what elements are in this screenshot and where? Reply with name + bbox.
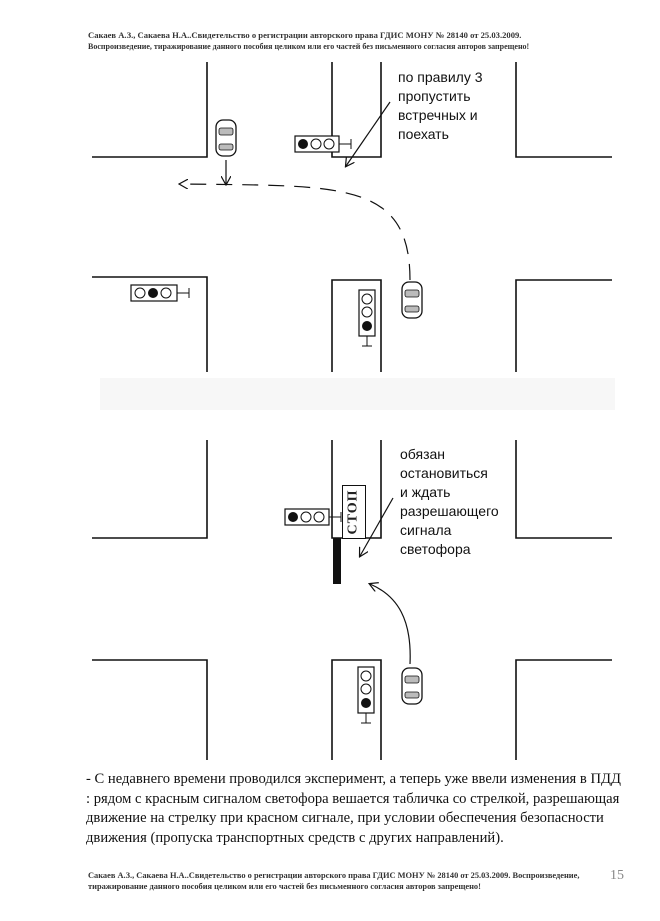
road-corner-bottom-right [515,659,612,760]
page-number: 15 [610,868,624,883]
road-corner-top-left [92,62,208,158]
watermark-band [100,378,615,410]
road-corner-bottom-right [515,279,612,372]
left-turn-path [180,184,411,281]
page-footer: Сакаев А.З., Сакаева Н.А..Свидетельство … [88,871,580,891]
car-icon [215,119,237,157]
stop-line [333,538,341,584]
road-corner-top-right [515,62,612,158]
body-paragraph: - С недавнего времени проводился экспери… [86,771,621,846]
road-corner-top-left [92,440,208,539]
traffic-light-icon [358,289,376,347]
road-corner-top-right [515,440,612,539]
note-bottom: обязан остановиться и ждать разрешающего… [400,446,499,557]
note-top: по правилу 3 пропустить встречных и поех… [398,69,483,142]
header-line-2: Воспроизведение, тиражирование данного п… [88,42,530,51]
bottom-intersection [92,440,612,760]
traffic-light-icon [130,284,190,302]
traffic-light-icon [357,666,375,724]
car-icon [401,667,423,705]
car-icon [401,281,423,319]
note-pointer-arrow [346,101,391,166]
road-corner-bottom-center [331,659,382,760]
page-header: Сакаев А.З., Сакаева Н.А..Свидетельство … [88,30,618,52]
traffic-light-icon [284,508,342,526]
approach-path [370,584,411,665]
road-corner-top-center [331,62,382,158]
road-corner-bottom-left [92,659,208,760]
road-corner-bottom-left [92,276,208,372]
road-corner-bottom-center [331,279,382,372]
header-line-1: Сакаев А.З., Сакаева Н.А..Свидетельство … [88,30,522,40]
top-intersection [92,62,612,372]
traffic-light-icon [294,135,352,153]
stop-sign-label: СТОП [346,489,362,535]
stop-sign: СТОП [342,485,366,539]
note-pointer-arrow [360,497,394,556]
